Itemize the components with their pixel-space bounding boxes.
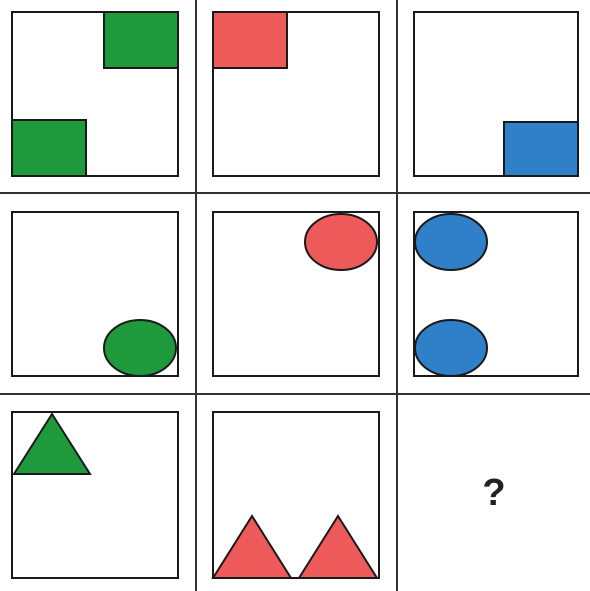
cell-r1-c1 xyxy=(11,11,179,177)
red-square-top-left xyxy=(212,11,288,69)
cell-r1-c2 xyxy=(212,11,380,177)
cell-r3-c1 xyxy=(11,411,179,579)
green-triangle-top-left xyxy=(12,412,92,475)
cell-frame xyxy=(413,11,579,177)
cell-frame xyxy=(11,411,179,579)
green-square-bottom-left xyxy=(11,119,87,177)
cell-r2-c3 xyxy=(413,211,579,377)
cell-r1-c3 xyxy=(413,11,579,177)
blue-oval-top-left xyxy=(414,213,488,271)
cell-frame xyxy=(11,211,179,377)
cell-r2-c2 xyxy=(212,211,380,377)
green-square-top-right xyxy=(103,11,179,69)
answer-placeholder[interactable]: ? xyxy=(482,471,506,514)
cell-frame xyxy=(11,11,179,177)
red-triangle-bottom-right xyxy=(297,514,379,579)
blue-square-bottom-right xyxy=(503,121,579,177)
cell-r2-c1 xyxy=(11,211,179,377)
blue-oval-bottom-left xyxy=(414,319,488,377)
cell-frame xyxy=(212,411,380,579)
cell-frame xyxy=(413,211,579,377)
red-oval-top-right xyxy=(304,213,378,271)
cell-frame xyxy=(212,211,380,377)
green-oval-bottom-right xyxy=(103,319,177,377)
cell-r3-c2 xyxy=(211,411,380,579)
cell-frame xyxy=(212,11,380,177)
red-triangle-bottom-left xyxy=(211,514,293,579)
